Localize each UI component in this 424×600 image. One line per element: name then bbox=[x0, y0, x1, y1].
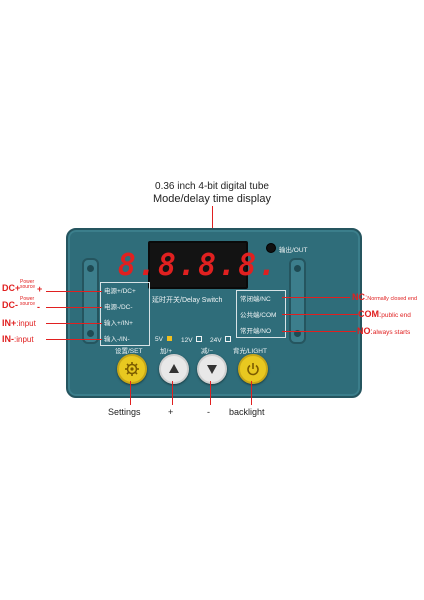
display-caption-size: 0.36 inch 4-bit digital tube bbox=[155, 181, 269, 192]
voltage-5v-indicator-icon bbox=[166, 336, 172, 341]
plus-button-label: 加/+ bbox=[160, 348, 173, 355]
left-mounting-ear bbox=[82, 258, 99, 344]
annotation-dc-plus-sign: + bbox=[37, 284, 43, 294]
settings-label: Settings bbox=[108, 407, 141, 417]
set-button-label: 设置/SET bbox=[115, 348, 143, 355]
annotation-no: NO:always starts bbox=[357, 326, 411, 336]
power-icon bbox=[247, 363, 259, 376]
display-digits: 8.8.8.8. bbox=[117, 247, 279, 283]
plus-pointer-line bbox=[172, 381, 173, 405]
annotation-in-plus: IN+:input bbox=[2, 318, 36, 328]
voltage-5v: 5V bbox=[155, 336, 172, 343]
backlight-label: backlight bbox=[229, 407, 265, 417]
annotation-dc-minus-line bbox=[46, 307, 102, 308]
annotation-com: COM:public end bbox=[358, 309, 411, 319]
plus-label: + bbox=[168, 407, 174, 417]
delay-switch-label: 延时开关/Delay Switch bbox=[152, 297, 223, 304]
right-mounting-ear bbox=[289, 258, 306, 344]
minus-pointer-line bbox=[210, 381, 211, 405]
pin-label-no: 常开端/NO bbox=[240, 328, 272, 335]
voltage-24v-indicator-icon bbox=[225, 336, 232, 342]
annotation-dc-plus-note: Power source bbox=[20, 279, 36, 290]
pin-label-dc-minus: 电源-/DC- bbox=[104, 304, 133, 311]
down-arrow-icon bbox=[207, 365, 217, 374]
pin-label-in-minus: 输入-/IN- bbox=[104, 336, 130, 343]
annotation-in-minus-line bbox=[46, 339, 102, 340]
pin-label-dc-plus: 电源+/DC+ bbox=[104, 288, 136, 295]
settings-pointer-line bbox=[130, 381, 131, 405]
annotation-dc-plus-line bbox=[46, 291, 102, 292]
light-button-label: 背光/LIGHT bbox=[233, 348, 267, 355]
digital-tube-display: 8.8.8.8. bbox=[118, 241, 276, 289]
annotation-no-line bbox=[282, 331, 356, 332]
annotation-nc: NC:Normally closed end bbox=[352, 292, 418, 302]
backlight-pointer-line bbox=[251, 381, 252, 405]
left-pin-frame bbox=[100, 282, 150, 346]
minus-label: - bbox=[207, 407, 210, 417]
annotation-in-plus-line bbox=[46, 323, 102, 324]
annotation-dc-plus: DC+ bbox=[2, 283, 21, 293]
pin-label-nc: 常闭端/NC bbox=[240, 296, 271, 303]
caption-pointer-line bbox=[212, 206, 213, 242]
annotation-in-minus: IN-:input bbox=[2, 334, 34, 344]
voltage-24v: 24V bbox=[210, 336, 232, 344]
right-pin-frame bbox=[236, 290, 286, 338]
annotation-dc-minus-sign: - bbox=[37, 302, 40, 312]
minus-button[interactable] bbox=[197, 354, 227, 384]
output-label: 输出/OUT bbox=[279, 247, 308, 254]
display-caption-mode: Mode/delay time display bbox=[152, 193, 271, 205]
gear-icon bbox=[125, 362, 139, 376]
pin-label-com: 公共端/COM bbox=[240, 312, 277, 319]
annotation-dc-minus: DC- bbox=[2, 300, 18, 310]
plus-button[interactable] bbox=[159, 354, 189, 384]
pin-label-in-plus: 输入+/IN+ bbox=[104, 320, 133, 327]
up-arrow-icon bbox=[169, 364, 179, 373]
minus-button-label: 减/− bbox=[201, 348, 214, 355]
annotation-dc-minus-note: Power source bbox=[20, 296, 36, 307]
annotation-nc-line bbox=[282, 297, 350, 298]
output-led-icon bbox=[266, 243, 276, 253]
set-button[interactable] bbox=[117, 354, 147, 384]
voltage-12v: 12V bbox=[181, 336, 203, 344]
voltage-12v-indicator-icon bbox=[196, 336, 203, 342]
annotation-com-line bbox=[282, 314, 358, 315]
light-button[interactable] bbox=[238, 354, 268, 384]
